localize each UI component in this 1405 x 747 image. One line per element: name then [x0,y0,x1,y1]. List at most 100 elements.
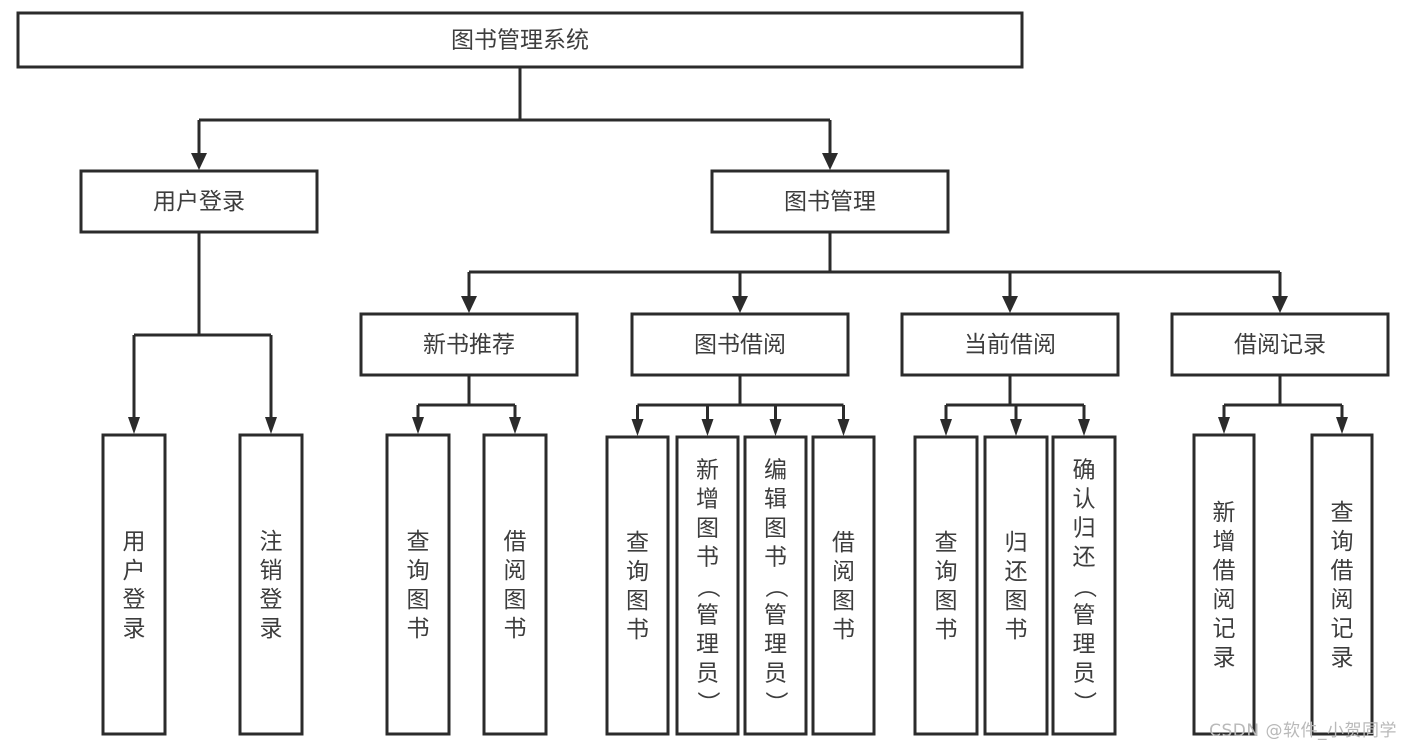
node-box[interactable] [743,435,808,736]
node-label-char: ） [763,691,789,714]
node-label-char: （ [1071,575,1097,598]
node-label-char: 借 [832,530,855,556]
arrow-head-leaf-7 [837,419,850,436]
node-box[interactable] [1192,433,1256,736]
node-label-char: 图 [1005,588,1028,614]
node-label-char: 员 [1073,661,1096,687]
arrow-head-leaf-9 [1010,419,1022,436]
node-root[interactable]: 图书管理系统 [16,11,1024,69]
node-label-char: 阅 [1331,587,1354,613]
arrow-head-leaf-3 [509,417,521,434]
node-box[interactable] [605,435,670,736]
node-label-char: ） [695,691,721,714]
node-label-char: 销 [260,558,283,584]
edge-layer [128,67,1348,436]
node-label-char: 图 [407,587,430,613]
node-box[interactable] [983,435,1049,736]
node-box[interactable] [385,433,451,736]
node-label-char: 查 [935,530,958,556]
edge-group-lvl1-1 [461,232,1288,313]
edge-group-lvl2-2 [940,375,1090,436]
arrow-head-leaf-2 [412,417,424,434]
node-box[interactable] [1170,312,1390,377]
arrow-head-lvl2-0 [461,296,477,313]
node-label-char: 借 [504,529,527,555]
arrow-head-lvl2-3 [1272,296,1288,313]
node-label-char: （ [763,575,789,598]
node-label-char: 图 [935,588,958,614]
node-box[interactable] [913,435,979,736]
node-lvl2-1[interactable]: 图书借阅 [630,312,850,377]
node-label-char: 辑 [764,487,787,513]
node-box[interactable] [238,433,304,736]
node-label-char: 归 [1005,530,1028,556]
node-lvl2-0[interactable]: 新书推荐 [359,312,579,377]
node-label-char: 书 [504,616,527,642]
node-label-char: 阅 [1213,587,1236,613]
node-layer: 图书管理系统用户登录图书管理新书推荐图书借阅当前借阅借阅记录用户登录注销登录查询… [16,11,1390,736]
node-box[interactable] [1051,435,1117,736]
node-label-char: 编 [764,458,787,484]
node-label-char: 查 [407,529,430,555]
node-label-char: 增 [696,487,719,513]
edge-group-root [191,67,838,170]
node-lvl1-1[interactable]: 图书管理 [710,169,950,234]
node-box[interactable] [630,312,850,377]
node-label-char: 图 [832,588,855,614]
node-box[interactable] [482,433,548,736]
node-label-char: 书 [696,545,719,571]
node-label: 图书管理系统 [451,28,589,54]
node-label-char: 查 [626,530,649,556]
arrow-head-leaf-5 [701,419,714,436]
node-label-char: 认 [1073,487,1096,513]
node-lvl2-3[interactable]: 借阅记录 [1170,312,1390,377]
node-label-char: 书 [935,617,958,643]
node-box[interactable] [675,435,740,736]
arrow-head-leaf-4 [631,419,644,436]
node-label-char: 录 [260,616,283,642]
node-label-char: 归 [1073,516,1096,542]
node-box[interactable] [1310,433,1374,736]
node-label-char: 录 [1213,645,1236,671]
node-box[interactable] [16,11,1024,69]
arrow-head-lvl1-1 [822,153,838,170]
node-label-char: 记 [1213,616,1236,642]
node-box[interactable] [811,435,876,736]
node-label-char: 员 [696,661,719,687]
node-label-char: 阅 [832,559,855,585]
node-label-char: 图 [764,516,787,542]
node-box[interactable] [359,312,579,377]
node-box[interactable] [710,169,950,234]
node-label-char: 书 [407,616,430,642]
node-box[interactable] [900,312,1120,377]
node-label: 图书管理 [784,189,876,215]
node-lvl1-0[interactable]: 用户登录 [79,169,319,234]
arrow-head-leaf-0 [128,417,140,434]
node-box[interactable] [101,433,167,736]
node-lvl2-2[interactable]: 当前借阅 [900,312,1120,377]
node-label-char: 录 [123,616,146,642]
node-label-char: 询 [407,558,430,584]
node-leaf-0[interactable]: 用户登录 [101,433,167,736]
node-label-char: 增 [1213,529,1236,555]
node-label: 用户登录 [153,189,245,215]
node-label-char: 登 [123,587,146,613]
node-label-char: 新 [696,458,719,484]
arrow-head-leaf-10 [1078,419,1090,436]
arrow-head-leaf-8 [940,419,952,436]
node-box[interactable] [79,169,319,234]
